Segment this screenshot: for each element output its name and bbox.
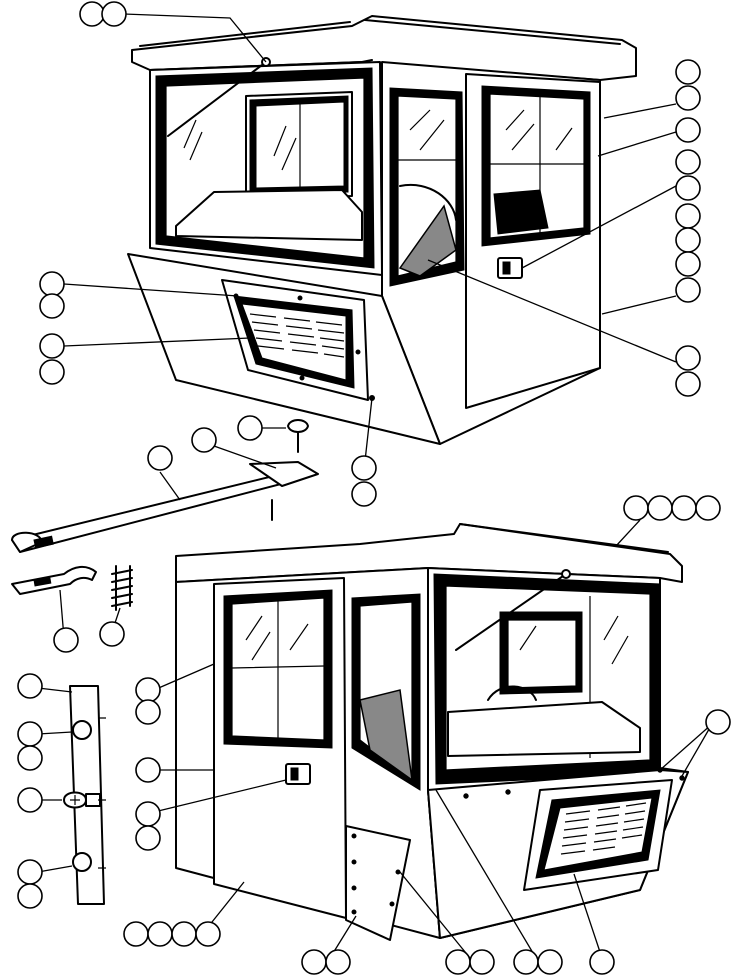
callout-bubble	[675, 251, 701, 277]
callout-bubble	[675, 371, 701, 397]
callout-bubble	[39, 333, 65, 359]
callout-bubble	[675, 117, 701, 143]
callout-bubble	[351, 455, 377, 481]
upper-front-window	[245, 91, 353, 199]
callout-bubble	[325, 949, 351, 975]
screw	[287, 419, 309, 433]
lower-cab	[175, 523, 689, 941]
callout-bubble	[135, 825, 161, 851]
callout-bubble	[99, 621, 125, 647]
hardware-parts	[11, 419, 319, 905]
mount-bracket	[249, 461, 319, 487]
callout-bubble	[135, 677, 161, 703]
callout-bubble	[147, 921, 173, 947]
callout-bubble	[537, 949, 563, 975]
upper-mesh-panel	[398, 204, 457, 277]
upper-cab	[127, 15, 637, 445]
callout-bubble	[675, 85, 701, 111]
lower-access-plate	[345, 825, 411, 941]
callout-bubble	[39, 293, 65, 319]
lower-dash	[447, 701, 641, 757]
callout-bubble	[695, 495, 721, 521]
callout-bubble	[191, 427, 217, 453]
callout-bubble	[101, 1, 127, 27]
callout-bubble	[17, 787, 43, 813]
callout-bubble	[147, 445, 173, 471]
clamp	[11, 566, 97, 595]
callout-bubble	[589, 949, 615, 975]
callout-bubble	[17, 673, 43, 699]
callout-bubble	[351, 481, 377, 507]
upper-dash	[175, 189, 363, 241]
callout-bubble	[445, 949, 471, 975]
upper-roof-rail	[139, 19, 621, 47]
callout-bubble	[195, 921, 221, 947]
callout-bubble	[513, 949, 539, 975]
callout-bubble	[53, 627, 79, 653]
lower-wiper	[455, 573, 567, 651]
callout-bubbles	[17, 1, 731, 975]
callout-bubble	[17, 721, 43, 747]
callout-bubble	[17, 745, 43, 771]
callout-bubble	[135, 757, 161, 783]
callout-bubble	[301, 949, 327, 975]
callout-bubble	[675, 227, 701, 253]
callout-bubble	[39, 359, 65, 385]
spring	[111, 569, 133, 607]
callout-bubble	[171, 921, 197, 947]
callout-bubble	[675, 59, 701, 85]
callout-bubble	[17, 883, 43, 909]
callout-bubble	[647, 495, 673, 521]
callout-bubble	[705, 709, 731, 735]
callout-bubble	[237, 415, 263, 441]
lower-mesh-panel	[359, 689, 413, 782]
upper-wiper	[167, 61, 267, 137]
callout-bubble	[675, 345, 701, 371]
callout-bubble	[675, 277, 701, 303]
callout-bubble	[675, 149, 701, 175]
callout-bubble	[671, 495, 697, 521]
callout-bubble	[79, 1, 105, 27]
callout-bubble	[17, 859, 43, 885]
callout-bubble	[135, 801, 161, 827]
callout-bubble	[675, 175, 701, 201]
callout-bubble	[469, 949, 495, 975]
callout-bubble	[135, 699, 161, 725]
leader-lines	[37, 13, 713, 959]
callout-bubble	[675, 203, 701, 229]
callout-bubble	[39, 271, 65, 297]
support-bar	[11, 469, 305, 553]
callout-bubble	[623, 495, 649, 521]
callout-bubble	[123, 921, 149, 947]
